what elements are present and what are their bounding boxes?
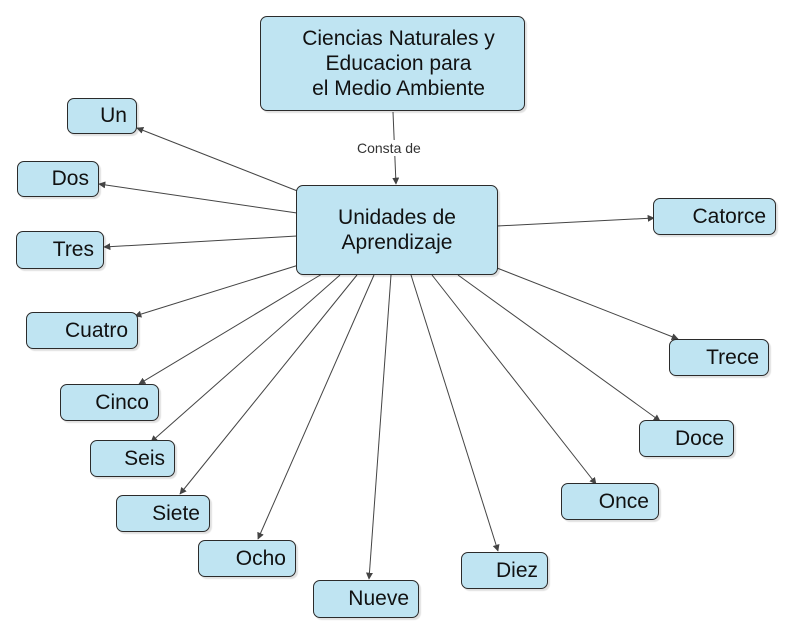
node-hub[interactable]: Unidades de Aprendizaje [296, 185, 498, 275]
node-cuatro[interactable]: Cuatro [26, 312, 138, 349]
node-seis[interactable]: Seis [90, 440, 175, 477]
edge-hub-once [431, 274, 597, 485]
node-once[interactable]: Once [561, 483, 659, 520]
edge-hub-tres [103, 235, 298, 251]
node-trece[interactable]: Trece [669, 339, 769, 376]
node-dos[interactable]: Dos [17, 161, 99, 197]
node-doce[interactable]: Doce [639, 420, 734, 457]
node-tres[interactable]: Tres [16, 231, 104, 269]
edge-hub-cinco [138, 273, 323, 385]
node-cinco-label: Cinco [95, 390, 149, 414]
node-hub-label: Unidades de Aprendizaje [338, 205, 456, 254]
node-dos-label: Dos [51, 167, 89, 191]
node-un[interactable]: Un [67, 98, 137, 134]
node-diez[interactable]: Diez [461, 552, 548, 589]
edge-hub-diez [410, 274, 500, 552]
node-catorce-label: Catorce [692, 204, 766, 228]
edge-hub-siete [179, 274, 358, 495]
edge-hub-ocho [257, 274, 375, 540]
node-seis-label: Seis [124, 446, 165, 470]
node-once-label: Once [598, 489, 649, 513]
edge-hub-catorce [496, 214, 655, 227]
node-ocho[interactable]: Ocho [198, 540, 296, 577]
link-label-consta-de: Consta de [355, 140, 423, 156]
node-diez-label: Diez [495, 558, 538, 582]
edge-hub-dos [98, 181, 298, 214]
node-ocho-label: Ocho [235, 546, 286, 570]
edge-hub-un [136, 127, 301, 193]
node-doce-label: Doce [674, 426, 724, 450]
edge-hub-seis [150, 274, 341, 443]
node-un-label: Un [100, 104, 127, 128]
edge-hub-trece [496, 267, 679, 340]
node-nueve[interactable]: Nueve [313, 580, 419, 618]
node-cuatro-label: Cuatro [64, 318, 128, 342]
edge-hub-cuatro [134, 263, 303, 318]
node-root[interactable]: Ciencias Naturales y Educacion para el M… [260, 16, 525, 111]
node-root-label: Ciencias Naturales y Educacion para el M… [302, 26, 495, 101]
node-nueve-label: Nueve [348, 587, 409, 611]
edge-hub-nueve [365, 274, 392, 580]
node-catorce[interactable]: Catorce [653, 198, 776, 235]
node-tres-label: Tres [52, 238, 94, 262]
node-cinco[interactable]: Cinco [60, 384, 159, 421]
node-siete[interactable]: Siete [116, 495, 210, 532]
edge-hub-doce [457, 274, 661, 422]
node-siete-label: Siete [152, 501, 200, 525]
node-trece-label: Trece [706, 345, 759, 369]
